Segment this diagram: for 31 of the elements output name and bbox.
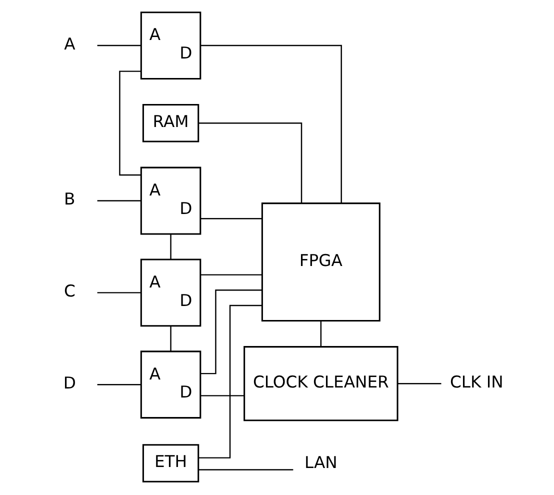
connector xyxy=(198,122,302,204)
node-box: A D xyxy=(140,350,202,419)
connector xyxy=(198,469,294,470)
node-text: D xyxy=(63,374,76,392)
node-box: CLOCK CLEANER xyxy=(244,346,398,422)
node-box: A D xyxy=(140,258,202,327)
node-text: A xyxy=(64,34,76,54)
node-box: RAM xyxy=(142,104,200,142)
connector xyxy=(97,44,142,46)
connector xyxy=(119,70,142,176)
connector xyxy=(198,304,262,458)
connector xyxy=(200,274,262,276)
connector xyxy=(200,290,262,374)
node-text: C xyxy=(64,282,76,301)
node-box: A D xyxy=(140,166,202,235)
node-text: CLK IN xyxy=(450,372,504,392)
connector xyxy=(170,234,172,260)
connector xyxy=(97,384,142,386)
node-text: B xyxy=(64,190,76,209)
connector xyxy=(320,321,322,347)
connector xyxy=(200,395,244,396)
node-box: ETH xyxy=(142,444,200,482)
connector xyxy=(398,382,442,384)
node-text: LAN xyxy=(304,453,338,472)
connector xyxy=(97,200,142,202)
connector xyxy=(200,218,262,220)
connector xyxy=(170,326,172,352)
node-box: A D xyxy=(140,12,202,80)
connector xyxy=(200,44,342,204)
node-box: FPGA xyxy=(261,202,380,322)
connector xyxy=(97,292,142,294)
